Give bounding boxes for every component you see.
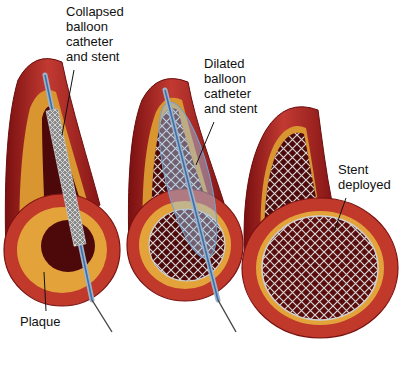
plaque — [17, 207, 107, 293]
catheter-core — [45, 75, 92, 300]
vessel-collapsed — [4, 59, 120, 332]
collapsed-stent — [46, 109, 86, 246]
catheter-core — [165, 90, 218, 300]
collapsed-stent-mesh — [46, 109, 86, 246]
catheter — [45, 75, 92, 300]
plaque — [256, 211, 384, 325]
part-label: Plaque — [20, 314, 90, 329]
leader-line — [196, 122, 214, 165]
stent-mesh — [262, 216, 378, 320]
part-label: Collapsed balloon catheter and stent — [66, 4, 136, 64]
vessel-face — [4, 194, 120, 306]
guide-wire — [92, 300, 112, 332]
part-label: Dilated balloon catheter and stent — [204, 56, 266, 116]
leader-line — [62, 70, 74, 135]
leader-line — [44, 272, 46, 311]
leader-line — [334, 198, 346, 232]
lumen — [262, 216, 378, 320]
catheter — [165, 90, 218, 300]
part-label: Stent deployed — [338, 162, 402, 192]
guide-wire — [218, 300, 236, 332]
vessel-face — [242, 198, 398, 338]
leader-lines — [44, 70, 346, 311]
vessel-deployed — [242, 107, 398, 338]
vessel-dilated — [127, 79, 243, 332]
